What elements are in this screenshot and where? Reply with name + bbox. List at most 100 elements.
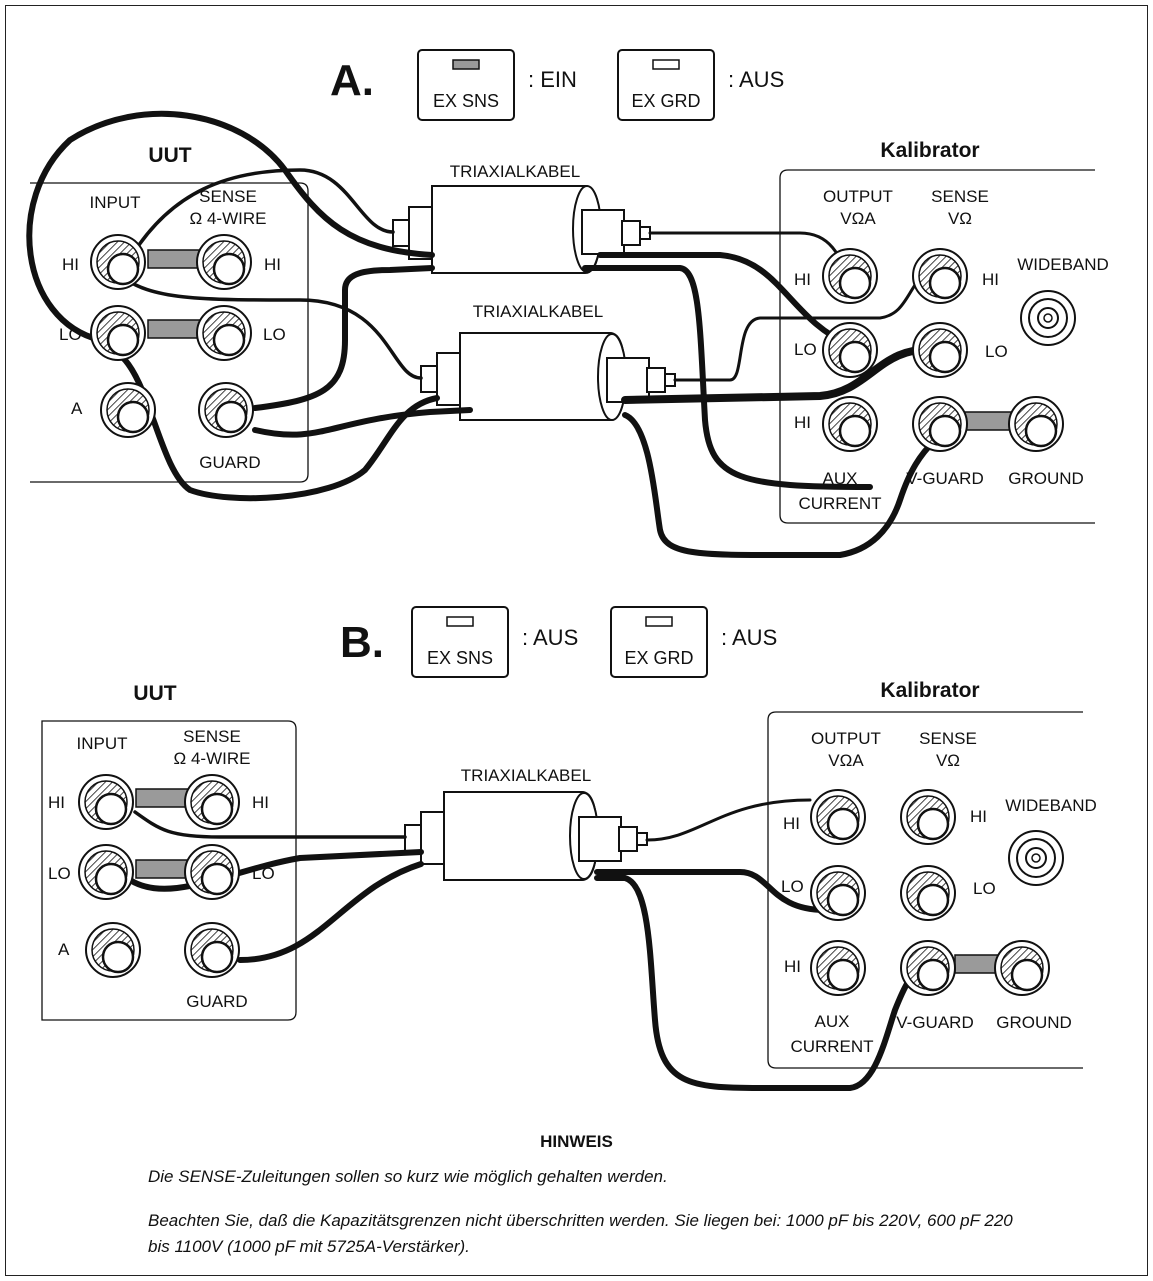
- triax-label-b: TRIAXIALKABEL: [461, 766, 591, 785]
- uut-a-label-a: A: [71, 399, 83, 418]
- ex-grd-state-a: : AUS: [728, 67, 784, 92]
- uut-guard-label-a: GUARD: [199, 453, 260, 472]
- section-a-label: A.: [330, 56, 374, 105]
- triax-label-top-a: TRIAXIALKABEL: [450, 162, 580, 181]
- cal-out-lo-label-a: LO: [794, 340, 817, 359]
- calibrator-title-a: Kalibrator: [880, 139, 979, 162]
- cal-vguard-label-b: V-GUARD: [896, 1013, 973, 1032]
- ex-grd-led-off: [652, 59, 680, 70]
- cal-output-hi-terminal-b: [809, 788, 867, 846]
- cal-aux-hi-label-b: HI: [784, 957, 801, 976]
- cal-sense-sub-b: VΩ: [936, 751, 960, 770]
- cal-output-label-b: OUTPUT: [811, 729, 881, 748]
- cal-output-lo-terminal-a: [821, 321, 879, 379]
- figure-frame: [5, 5, 1148, 1276]
- cal-wideband-connector-a: [1020, 290, 1076, 346]
- uut-input-label-a: INPUT: [90, 193, 141, 212]
- cal-sense-hi-label-a: HI: [982, 270, 999, 289]
- uut-sense-hi-terminal-a: [195, 233, 253, 291]
- uut-sense-hi-label-b: HI: [252, 793, 269, 812]
- cal-wideband-label-a: WIDEBAND: [1017, 255, 1109, 274]
- ex-sns-led-lit: [452, 59, 480, 70]
- note-line-2: Beachten Sie, daß die Kapazitätsgrenzen …: [148, 1211, 1013, 1256]
- cal-vguard-terminal-a: [911, 395, 969, 453]
- section-b-label: B.: [340, 618, 384, 667]
- uut-sense-label-b: SENSE: [183, 727, 241, 746]
- uut-a-terminal-a: [99, 381, 157, 439]
- uut-input-hi-terminal-a: [89, 233, 147, 291]
- cal-aux-hi-label-a: HI: [794, 413, 811, 432]
- cal-out-lo-label-b: LO: [781, 877, 804, 896]
- uut-hi-bar-b: [135, 788, 193, 808]
- calibrator-title-b: Kalibrator: [880, 679, 979, 702]
- cal-output-sub-b: VΩA: [828, 751, 864, 770]
- cal-sense-hi-terminal-a: [911, 247, 969, 305]
- wires-a: [26, 110, 939, 558]
- uut-a-terminal-b: [84, 921, 142, 979]
- cal-sense-sub-a: VΩ: [948, 209, 972, 228]
- uut-sense-label-a: SENSE: [199, 187, 257, 206]
- uut-guard-label-b: GUARD: [186, 992, 247, 1011]
- cal-sense-lo-label-b: LO: [973, 879, 996, 898]
- cal-output-sub-a: VΩA: [840, 209, 876, 228]
- cal-aux-hi-terminal-b: [809, 939, 867, 997]
- cal-vguard-ground-bar-a: [964, 411, 1016, 431]
- uut-sense-lo-label-a: LO: [263, 325, 286, 344]
- cal-wideband-label-b: WIDEBAND: [1005, 796, 1097, 815]
- ex-sns-indicator-b: EX SNS: [411, 606, 509, 678]
- uut-input-label-b: INPUT: [77, 734, 128, 753]
- cal-output-hi-terminal-a: [821, 247, 879, 305]
- section-a: A. EX SNS : EIN EX GRD : AUS UUT INPUT S…: [26, 49, 1109, 558]
- ex-sns-label-a: EX SNS: [433, 91, 499, 111]
- uut-title-a: UUT: [148, 144, 191, 167]
- cal-sense-lo-terminal-b: [899, 864, 957, 922]
- cal-current-label-b: CURRENT: [790, 1037, 873, 1056]
- cal-sense-lo-label-a: LO: [985, 342, 1008, 361]
- uut-guard-terminal-a: [197, 381, 255, 439]
- ex-grd-state-b: : AUS: [721, 625, 777, 650]
- cal-sense-label-a: SENSE: [931, 187, 989, 206]
- uut-sense-hi-terminal-b: [183, 773, 241, 831]
- uut-sense-hi-label-a: HI: [264, 255, 281, 274]
- uut-lo-label-b: LO: [48, 864, 71, 883]
- cal-vguard-terminal-b: [899, 939, 957, 997]
- uut-title-b: UUT: [133, 682, 176, 705]
- cal-ground-terminal-a: [1007, 395, 1065, 453]
- cal-aux-hi-terminal-a: [821, 395, 879, 453]
- cal-out-hi-label-b: HI: [783, 814, 800, 833]
- uut-lo-bar-a: [147, 319, 205, 339]
- cal-vguard-label-a: V-GUARD: [906, 469, 983, 488]
- cal-current-label-a: CURRENT: [798, 494, 881, 513]
- section-b: B. EX SNS : AUS EX GRD : AUS UUT INPUT S…: [41, 606, 1097, 1091]
- uut-sense-lo-terminal-a: [195, 304, 253, 362]
- uut-hi-label-b: HI: [48, 793, 65, 812]
- uut-lo-bar-b: [135, 859, 193, 879]
- uut-a-label-b: A: [58, 940, 70, 959]
- uut-guard-terminal-b: [183, 921, 241, 979]
- uut-input-hi-terminal-b: [77, 773, 135, 831]
- ex-grd-label-b: EX GRD: [624, 648, 693, 668]
- ex-grd-led-off-b: [645, 616, 673, 627]
- cal-sense-label-b: SENSE: [919, 729, 977, 748]
- uut-panel-a: [30, 182, 309, 483]
- triax-cable-bottom-a: [420, 332, 676, 421]
- uut-hi-bar-a: [147, 249, 205, 269]
- note-title: HINWEIS: [540, 1132, 613, 1151]
- cal-output-label-a: OUTPUT: [823, 187, 893, 206]
- cal-aux-label-b: AUX: [815, 1012, 850, 1031]
- triax-cable-top-a: [392, 185, 651, 274]
- cal-ground-label-b: GROUND: [996, 1013, 1072, 1032]
- ex-grd-label-a: EX GRD: [631, 91, 700, 111]
- ex-sns-led-off-b: [446, 616, 474, 627]
- cal-ground-terminal-b: [993, 939, 1051, 997]
- calibrator-panel-a: [779, 169, 1095, 524]
- cal-aux-label-a: AUX: [823, 469, 858, 488]
- note-line-1: Die SENSE-Zuleitungen sollen so kurz wie…: [148, 1167, 668, 1186]
- ex-sns-label-b: EX SNS: [427, 648, 493, 668]
- triax-label-bottom-a: TRIAXIALKABEL: [473, 302, 603, 321]
- uut-sense-sub-b: Ω 4-WIRE: [174, 749, 251, 768]
- cal-ground-label-a: GROUND: [1008, 469, 1084, 488]
- ex-sns-state-b: : AUS: [522, 625, 578, 650]
- uut-hi-label-a: HI: [62, 255, 79, 274]
